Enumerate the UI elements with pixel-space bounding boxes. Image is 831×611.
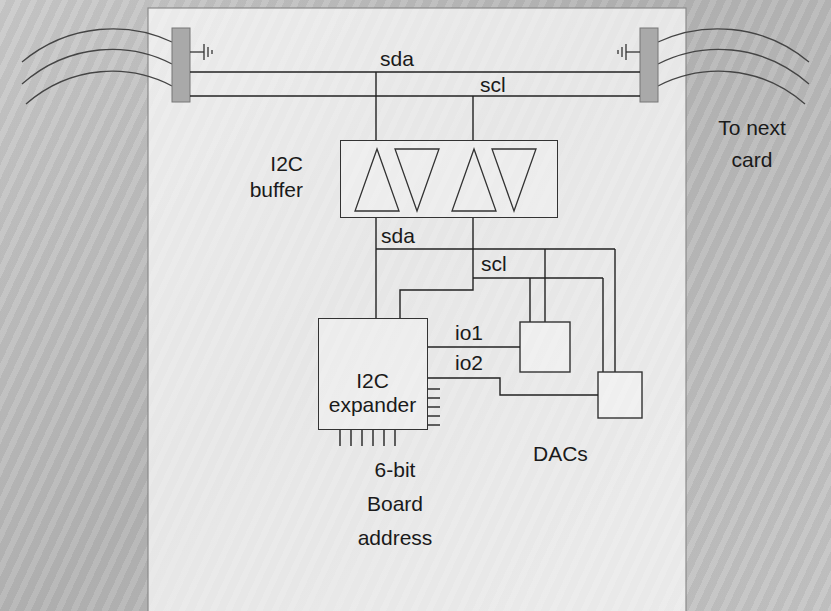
io1-wire bbox=[428, 346, 520, 347]
sda-wire bbox=[376, 248, 615, 249]
pin-stub bbox=[428, 415, 440, 416]
address-pin bbox=[350, 430, 351, 446]
scl-wire bbox=[473, 277, 603, 278]
scl-drop bbox=[472, 96, 473, 140]
buffer-triangle bbox=[492, 149, 536, 211]
right-connector bbox=[640, 28, 658, 102]
buffer-box: I2C buffer bbox=[340, 140, 558, 218]
sda-wire bbox=[190, 71, 640, 72]
cable-wire bbox=[658, 71, 805, 104]
card-outline bbox=[148, 8, 686, 611]
left-connector bbox=[172, 28, 190, 102]
ground-bar bbox=[617, 50, 618, 54]
ground-lead bbox=[190, 51, 204, 52]
sda-drop bbox=[375, 72, 376, 140]
scl-wire bbox=[190, 95, 640, 96]
dac-chip bbox=[598, 372, 642, 418]
lower-bus bbox=[376, 249, 615, 372]
ground-symbol bbox=[618, 44, 640, 60]
upper-bus bbox=[190, 72, 640, 140]
left-cable bbox=[22, 29, 172, 104]
pin-stub bbox=[428, 397, 440, 398]
ground-bar bbox=[621, 47, 622, 57]
cable-note: To next card bbox=[702, 112, 802, 176]
io2-wire bbox=[428, 378, 598, 395]
signal-name: sda bbox=[381, 225, 415, 246]
right-cable bbox=[658, 29, 809, 104]
dac-chip bbox=[520, 322, 570, 372]
ground-lead bbox=[626, 51, 640, 52]
pin-stub bbox=[428, 406, 440, 407]
cable-wire bbox=[658, 49, 809, 84]
ground-bar bbox=[207, 47, 208, 57]
pin-name: io1 bbox=[455, 322, 483, 343]
signal-name: scl bbox=[480, 74, 506, 95]
box-heading: I2C buffer bbox=[223, 151, 303, 203]
address-pin bbox=[372, 430, 373, 446]
buffer-triangle bbox=[355, 149, 399, 211]
buffer-triangle bbox=[395, 149, 439, 211]
signal-name: scl bbox=[481, 253, 507, 274]
address-pin bbox=[383, 430, 384, 446]
cable-wire bbox=[22, 29, 172, 62]
scl-wire bbox=[602, 278, 603, 372]
expander-chip: I2C expander bbox=[318, 318, 428, 430]
expander-pins bbox=[340, 347, 598, 446]
ground-bar bbox=[203, 44, 204, 60]
sda-wire bbox=[614, 249, 615, 372]
ground-symbol bbox=[190, 44, 212, 60]
ground-bar bbox=[625, 44, 626, 60]
pin-stub bbox=[428, 388, 440, 389]
scl-wire bbox=[529, 278, 530, 322]
part-name: DACs bbox=[533, 443, 588, 464]
buffer-triangle bbox=[452, 149, 496, 211]
bus-connector bbox=[375, 218, 376, 318]
address-pin bbox=[361, 430, 362, 446]
cable-wire bbox=[22, 49, 172, 84]
ground-bar bbox=[211, 50, 212, 54]
buffer-triangles bbox=[341, 141, 559, 219]
bus-connector bbox=[400, 218, 473, 318]
address-pin bbox=[394, 430, 395, 446]
signal-name: sda bbox=[380, 48, 414, 69]
pin-stub bbox=[428, 424, 440, 425]
box-heading: I2C expander bbox=[327, 369, 419, 417]
cable-wire bbox=[26, 71, 172, 104]
address-note: 6-bit Board address bbox=[350, 453, 440, 555]
pin-name: io2 bbox=[455, 352, 483, 373]
sda-wire bbox=[544, 249, 545, 322]
cable-wire bbox=[658, 29, 809, 62]
address-pin bbox=[339, 430, 340, 446]
